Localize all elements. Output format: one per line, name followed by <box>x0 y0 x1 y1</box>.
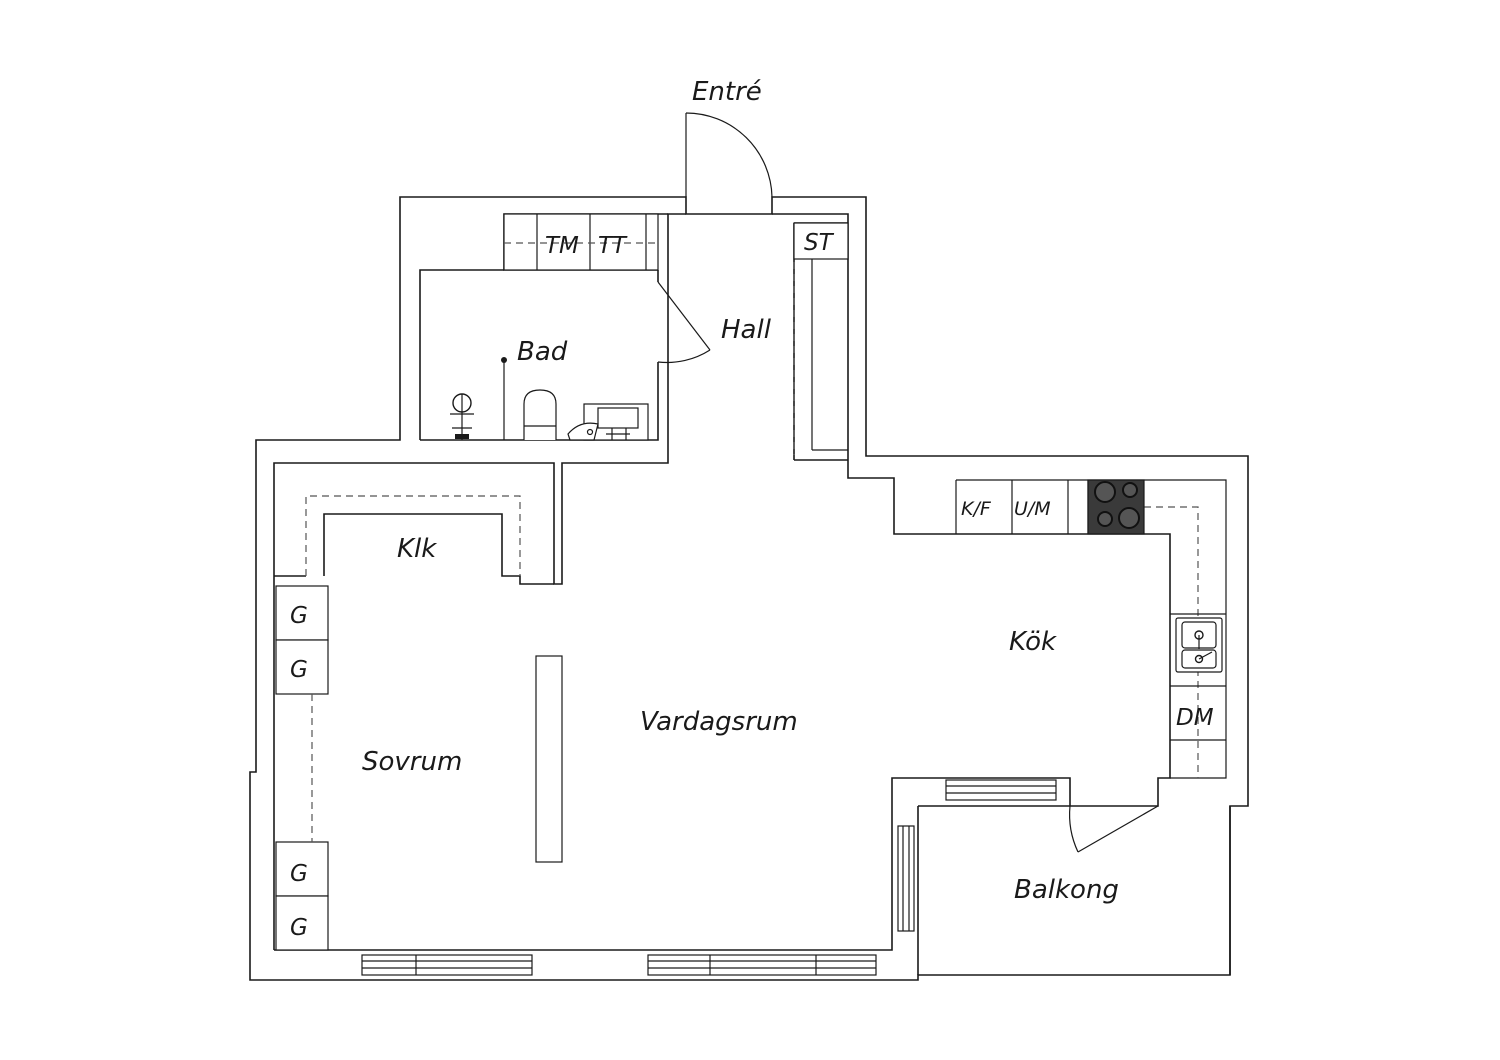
klk-label: Klk <box>397 534 437 564</box>
washbasin-icon <box>450 393 474 440</box>
wardrobe-label: G <box>290 657 308 683</box>
tm-label: TM <box>545 233 579 259</box>
closet-shelves <box>305 495 521 576</box>
hall-label: Hall <box>721 315 772 345</box>
balkong-label: Balkong <box>1014 875 1119 905</box>
sink-icon <box>1194 630 1213 664</box>
um-label: U/M <box>1014 498 1051 520</box>
wardrobe-label: G <box>290 603 308 629</box>
bedroom-wardrobes <box>275 585 329 951</box>
doors <box>657 112 1159 853</box>
hall-wardrobe <box>793 222 849 455</box>
tt-label: TT <box>598 233 628 259</box>
wardrobe-label: G <box>290 915 308 941</box>
vardagsrum-label: Vardagsrum <box>640 707 798 737</box>
entre-label: Entré <box>692 77 762 107</box>
kok-label: Kök <box>1009 627 1057 657</box>
windows <box>361 779 1057 976</box>
wardrobe-label: G <box>290 861 308 887</box>
stove-icon <box>1087 479 1145 535</box>
toilet-icon <box>523 389 557 440</box>
washing-machine-icon <box>567 403 649 441</box>
shower-icon <box>501 357 507 440</box>
dm-label: DM <box>1176 705 1214 731</box>
st-label: ST <box>804 230 835 256</box>
sovrum-label: Sovrum <box>362 747 462 777</box>
room-divider <box>535 655 563 863</box>
bad-label: Bad <box>517 337 568 367</box>
bath-cabinets <box>503 213 659 271</box>
kf-label: K/F <box>961 498 992 520</box>
